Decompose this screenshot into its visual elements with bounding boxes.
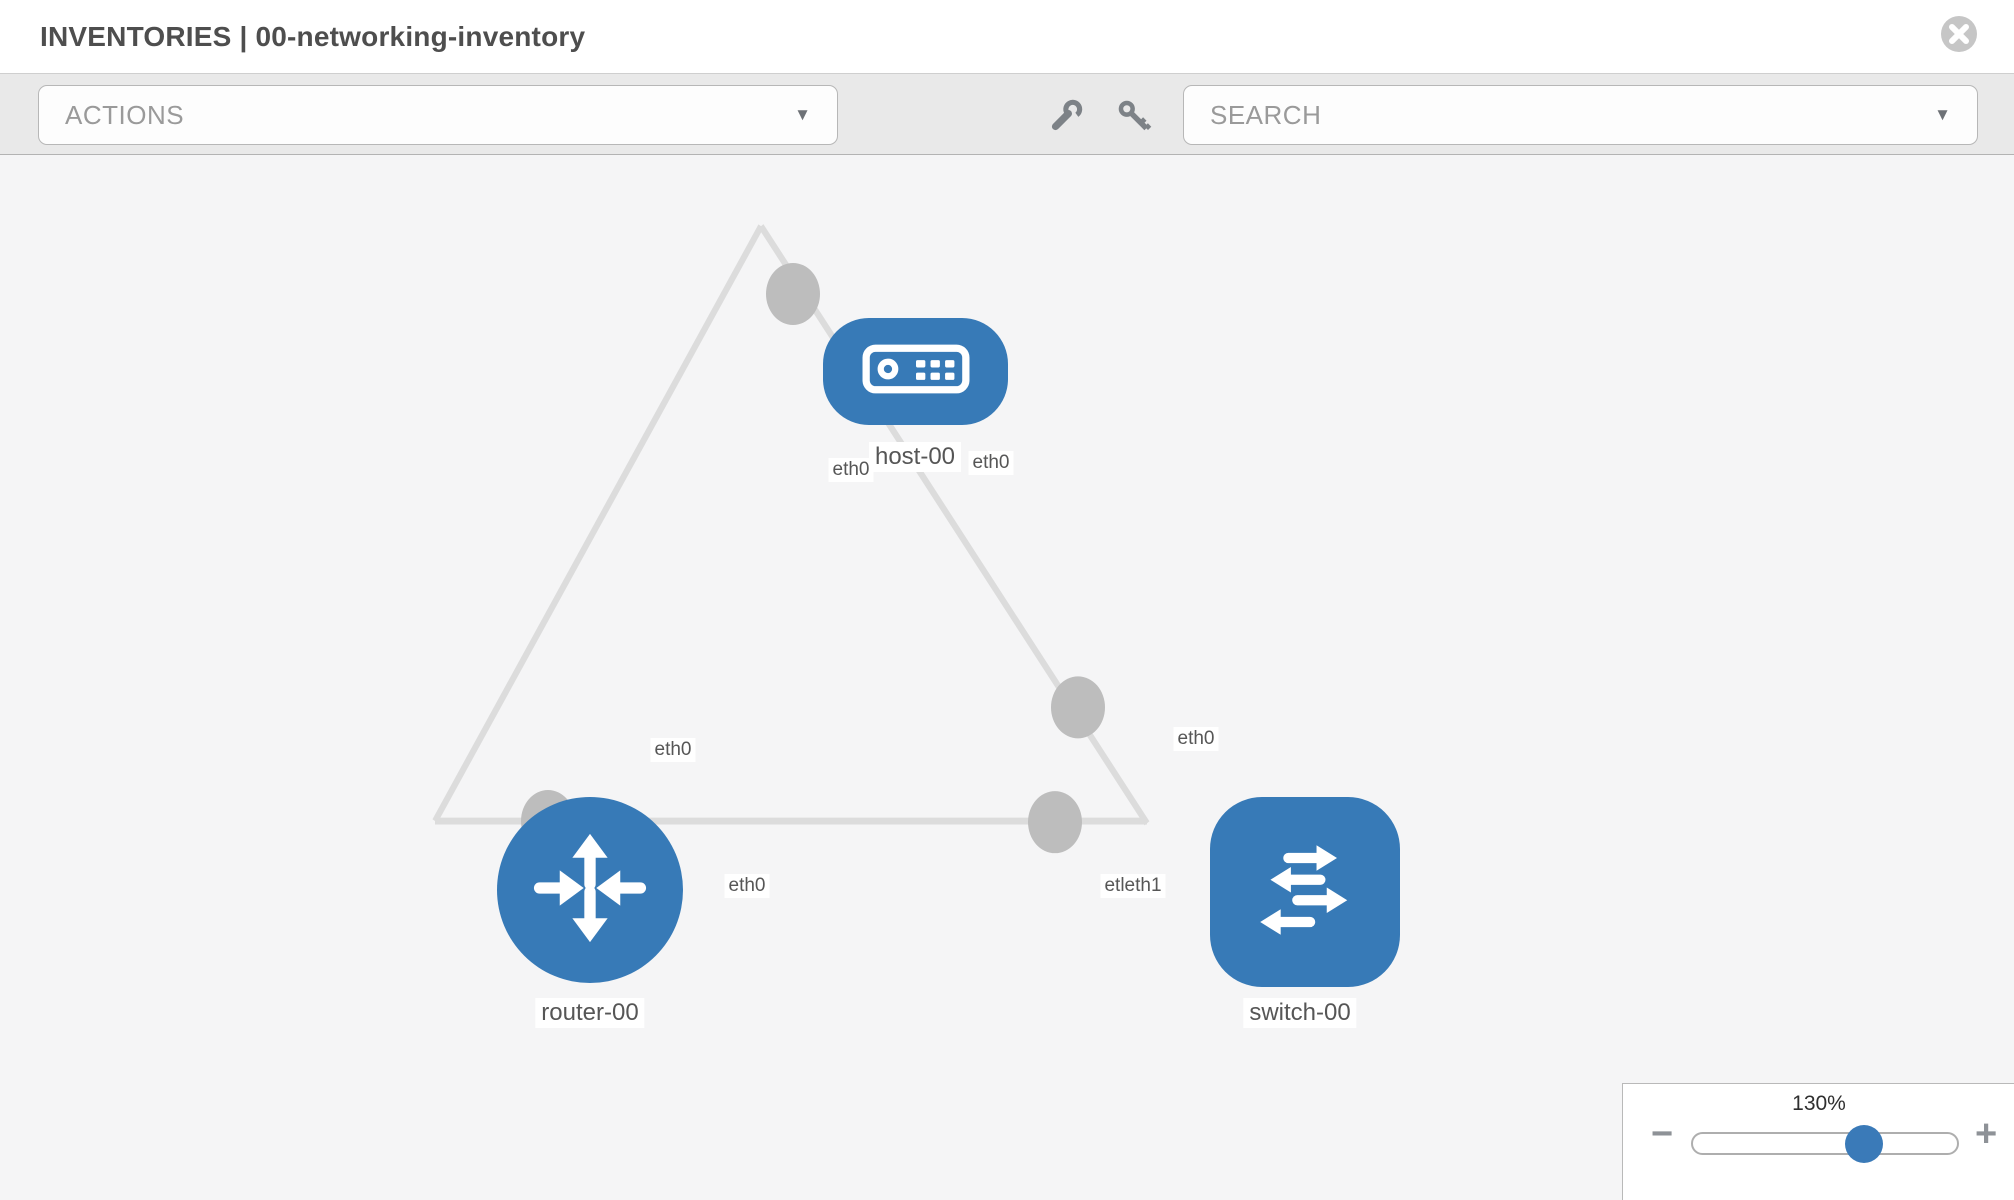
node-label-switch: switch-00 [1243,998,1357,1028]
topology-canvas[interactable]: host-00 router-00 switch-00 eth0 eth0 et… [0,155,2014,1200]
iface-label-switch-left: etleth1 [1100,874,1166,898]
topology-links [432,224,1150,854]
wrench-icon[interactable] [1048,98,1084,134]
node-label-router: router-00 [535,998,645,1028]
search-dropdown-label: SEARCH [1210,99,1322,130]
search-dropdown[interactable]: SEARCH ▼ [1183,85,1978,145]
zoom-slider-track[interactable] [1691,1124,1959,1163]
iface-label-router-top: eth0 [650,738,696,762]
iface-label-host-left: eth0 [828,458,874,482]
zoom-in-button[interactable]: + [1975,1113,1998,1155]
node-switch-00[interactable] [1210,797,1400,987]
link-router-host [432,224,764,823]
connector-host-bottom [766,262,820,325]
chevron-down-icon: ▼ [1934,105,1951,124]
node-host-00[interactable] [823,318,1008,425]
actions-dropdown[interactable]: ACTIONS ▼ [38,85,838,145]
connector-switch-top [1051,676,1105,739]
actions-dropdown-label: ACTIONS [65,99,185,130]
switch-icon [1241,826,1369,959]
iface-label-host-right: eth0 [968,451,1014,475]
chevron-down-icon: ▼ [794,105,811,124]
iface-label-switch-top: eth0 [1173,727,1219,751]
header: INVENTORIES | 00-networking-inventory [0,0,2014,73]
connector-switch-left [1028,791,1082,854]
router-icon [527,825,653,956]
host-icon [862,344,970,399]
node-router-00[interactable] [497,797,683,983]
zoom-slider-thumb[interactable] [1844,1124,1883,1163]
page-title: INVENTORIES | 00-networking-inventory [40,20,586,52]
iface-label-router-right: eth0 [724,874,770,898]
zoom-panel: 130% − + [1622,1083,2014,1200]
key-icon[interactable] [1116,98,1152,134]
zoom-out-button[interactable]: − [1651,1113,1674,1155]
zoom-level-value: 130% [1792,1092,1846,1115]
toolbar: ACTIONS ▼ SEARCH ▼ [0,73,2014,155]
close-icon[interactable] [1940,15,1978,53]
node-label-host: host-00 [868,442,962,472]
